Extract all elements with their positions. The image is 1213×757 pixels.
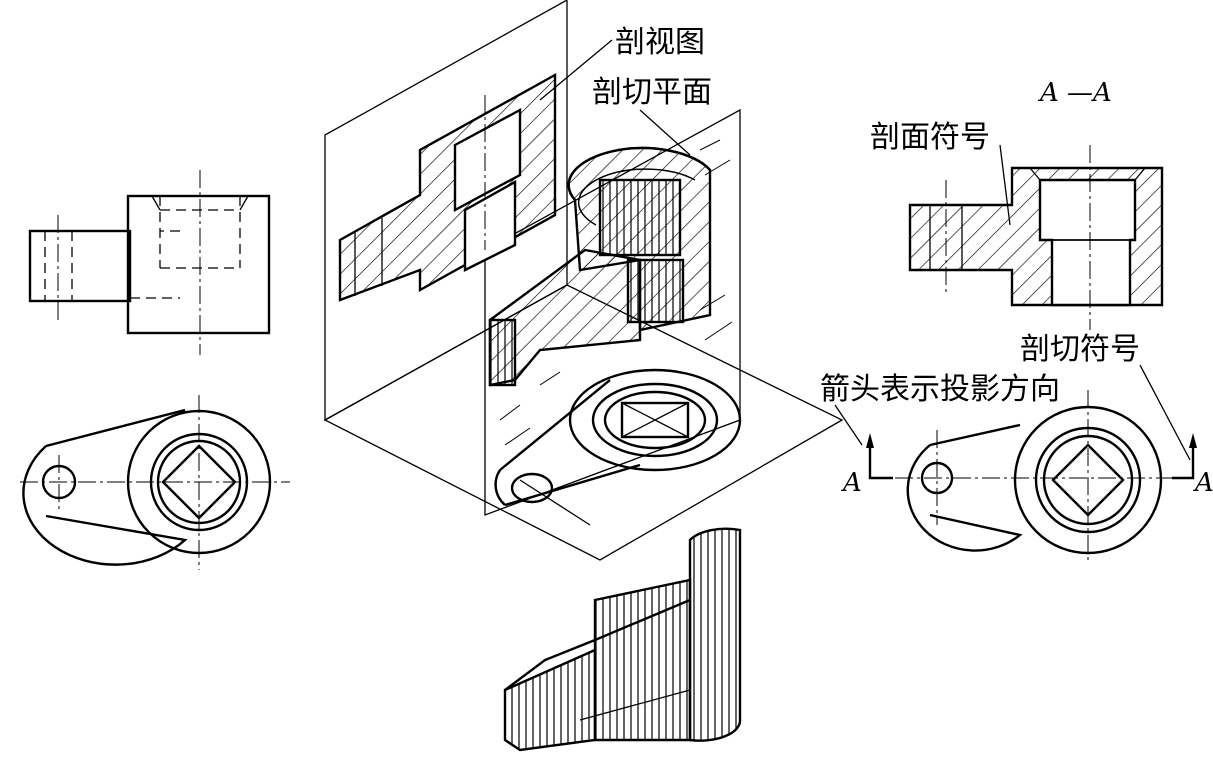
removed-half-part [503, 527, 742, 752]
center-leader-lines [539, 39, 691, 156]
front-view-left [28, 170, 271, 355]
label-cutting-symbol: 剖切符号 [1020, 332, 1140, 367]
cut-part-arm-end [488, 318, 517, 387]
right-top-arm-outline [906, 423, 1023, 552]
label-marker-right: A [1195, 468, 1213, 498]
label-section-name: A —A [1040, 78, 1112, 108]
label-section-view: 剖视图 [615, 25, 705, 60]
cut-part-bore-wall [598, 178, 682, 257]
arrow-left-icon [866, 433, 874, 448]
label-arrow-direction: 箭头表示投影方向 [820, 372, 1060, 407]
label-cutting-plane: 剖切平面 [592, 75, 712, 110]
top-view-left [20, 395, 290, 570]
front-view-centerlines [57, 170, 201, 355]
cutting-symbol-leader [1139, 364, 1191, 461]
horizontal-plane [323, 284, 844, 561]
cut-part-3d [488, 146, 712, 387]
footprint-boss-mid [591, 382, 719, 458]
removed-part-outer-wall [593, 578, 692, 742]
removed-part-front-curve [688, 527, 742, 742]
arrow-right-icon [1189, 433, 1197, 448]
label-section-symbol: 剖面符号 [870, 120, 990, 155]
footprint-boss-outer [568, 368, 742, 472]
section-symbol-leader [999, 144, 1011, 226]
removed-part-arm [503, 648, 597, 752]
front-view-boss [126, 194, 271, 335]
footprint-square [620, 401, 690, 439]
top-view-centerlines [20, 395, 290, 570]
label-marker-left: A [843, 468, 862, 498]
footprint-arm [499, 379, 641, 507]
cut-mark-right [1172, 445, 1195, 480]
arrow-direction-leader [834, 404, 863, 446]
top-view-arm-outline [22, 408, 188, 566]
footprint-small-hole [510, 472, 554, 504]
projected-section-hole-lower [463, 179, 517, 272]
projected-section-hole-upper [453, 107, 522, 213]
section-view-right [908, 144, 1164, 330]
front-view-arm [28, 229, 132, 303]
footprint-boss-inner [603, 390, 707, 450]
cutting-symbol-marks [868, 445, 1195, 480]
cut-part-square-wall [626, 258, 685, 324]
cut-mark-left [868, 445, 893, 480]
projected-section-view [338, 72, 557, 302]
section-bore [1038, 178, 1137, 307]
top-view-right [834, 364, 1197, 560]
front-view-hidden-lines [44, 196, 241, 301]
base-footprint [494, 368, 742, 526]
